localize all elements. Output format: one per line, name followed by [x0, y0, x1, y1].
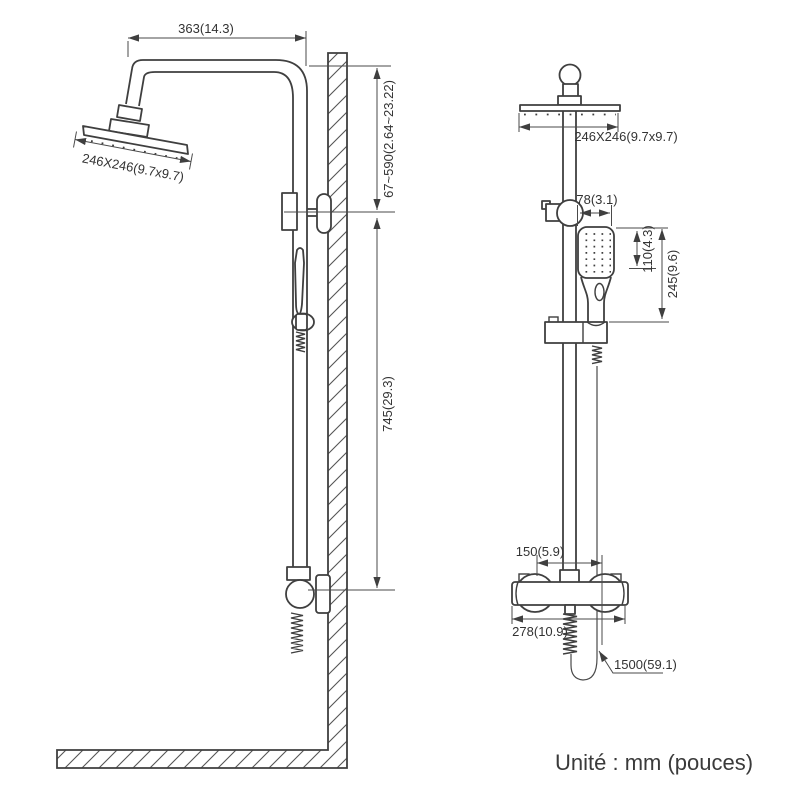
dim-column-height: 745(29.3) — [308, 218, 395, 591]
dim-label-head-size-side: 246X246(9.7x9.7) — [81, 150, 185, 184]
dim-label-spray-face: 110(4.3) — [640, 225, 655, 272]
shower-arm-outer — [125, 59, 308, 568]
shower-arm-inner — [138, 71, 294, 568]
dim-mixer-width: 278(10.9) — [511, 606, 626, 639]
hand-shower-hose-spring — [295, 331, 306, 353]
hand-shower-handle-side — [294, 247, 305, 315]
front-view: 246X246(9.7x9.7) 78(3.1) 110(4.3) 245(9.… — [511, 63, 680, 681]
dim-label-handshower-length: 245(9.6) — [665, 250, 680, 298]
dim-spray-face-length: 110(4.3) — [616, 225, 668, 273]
side-view: 363(14.3) 246X246(9.7x9.7) 67~590(2.64~2… — [56, 21, 396, 769]
valve-hose-spring — [290, 612, 304, 654]
mixer-hose-outlet — [564, 604, 576, 615]
hand-shower-holder-block — [295, 313, 308, 331]
head-collar — [557, 95, 582, 106]
unit-note: Unité : mm (pouces) — [555, 750, 753, 775]
dim-head-size-front: 246X246(9.7x9.7) — [518, 113, 678, 144]
dim-hose-length-leader: 1500(59.1) — [598, 650, 677, 674]
valve-wall-escutcheon — [315, 574, 331, 614]
hand-shower-button — [594, 282, 605, 302]
hand-shower-head — [577, 226, 615, 279]
valve-body — [285, 579, 315, 609]
pipe-to-mixer-collar — [559, 569, 580, 584]
dim-arm-reach: 363(14.3) — [127, 21, 307, 66]
wall-and-floor-hatched — [56, 52, 348, 769]
mixer-valve-side — [285, 566, 331, 654]
mixer-valve-front — [511, 569, 629, 655]
mixer-endcap-left — [515, 581, 519, 606]
hand-shower-holder — [544, 321, 608, 344]
dim-label-mixer-width: 278(10.9) — [512, 624, 568, 639]
bracket-wall-mount — [316, 193, 332, 234]
hand-shower-hose-spring — [591, 345, 603, 365]
holder-socket-arc — [586, 321, 606, 327]
dim-inlet-spacing: 150(5.9) — [516, 544, 603, 645]
dim-label-arm-reach: 363(14.3) — [178, 21, 234, 36]
valve-collar — [286, 566, 311, 581]
head-ball-joint-nut — [116, 104, 143, 122]
dim-handshower-length: 245(9.6) — [609, 229, 680, 323]
slider-bracket — [541, 199, 584, 227]
mixer-endcap-right — [621, 581, 625, 606]
hand-shower-front — [544, 226, 615, 681]
overhead-shower-head-front — [519, 63, 621, 116]
head-plate-front — [519, 104, 621, 112]
dim-label-handshower-width: 78(3.1) — [576, 192, 617, 207]
dim-label-column-height: 745(29.3) — [380, 376, 395, 432]
dim-handshower-width: 78(3.1) — [576, 192, 618, 226]
hand-shower-handle — [580, 276, 612, 322]
dim-label-inlet-spacing: 150(5.9) — [516, 544, 564, 559]
dim-label-head-size-front: 246X246(9.7x9.7) — [574, 129, 677, 144]
head-ball-joint — [558, 63, 582, 87]
dim-label-hose-length: 1500(59.1) — [614, 657, 677, 672]
shower-hose — [570, 366, 598, 681]
mixer-bar — [511, 581, 629, 606]
hand-shower-side — [291, 247, 315, 353]
dim-height-adjust: 67~590(2.64~23.22) — [284, 65, 396, 213]
dim-label-height-adjust: 67~590(2.64~23.22) — [381, 80, 396, 198]
head-stem — [562, 83, 579, 98]
